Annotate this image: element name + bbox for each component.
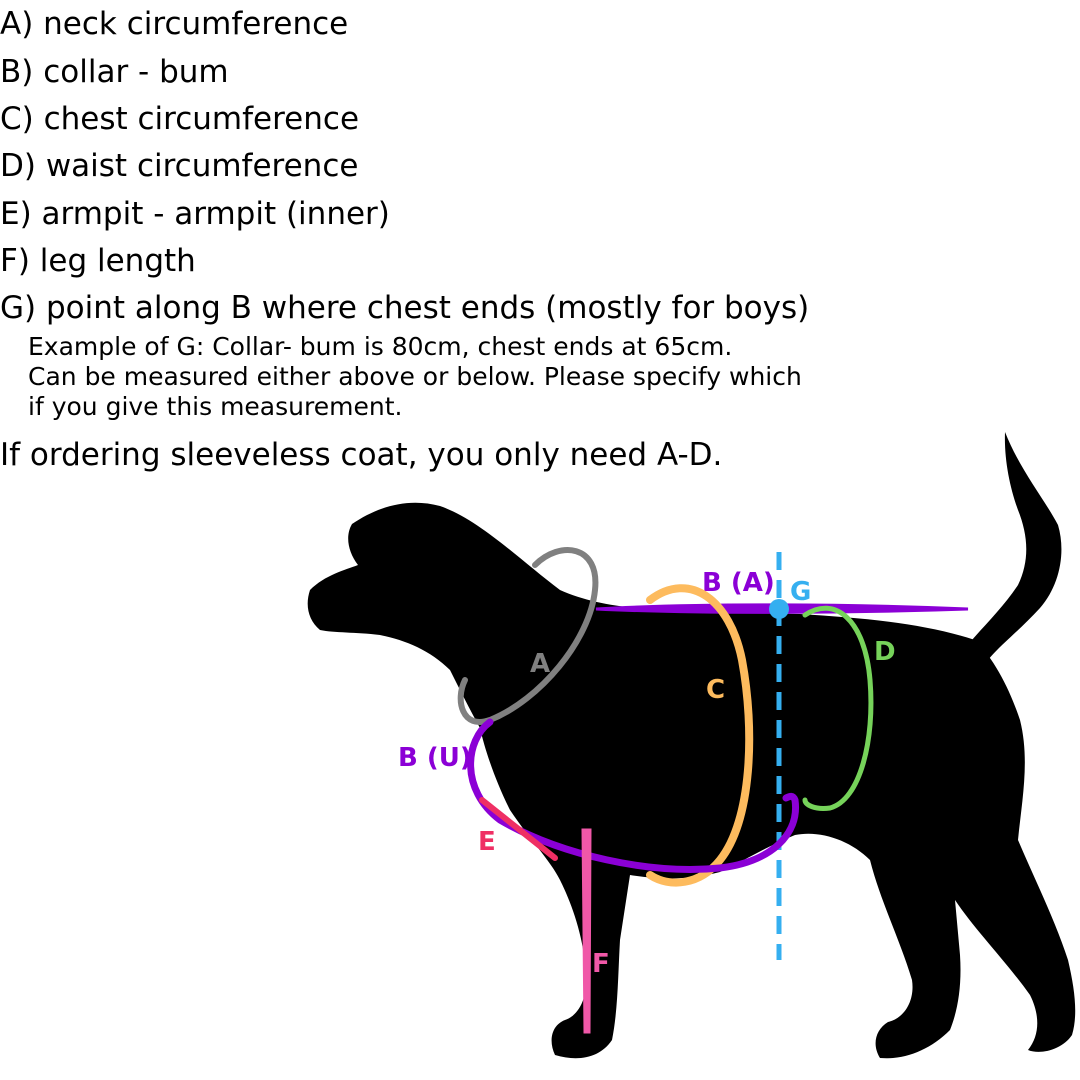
note-line-1: Example of G: Collar- bum is 80cm, chest… bbox=[28, 332, 733, 361]
measure-f-leg: F bbox=[581, 828, 610, 1034]
label-e: E bbox=[478, 827, 496, 857]
measure-d-waist: D bbox=[802, 605, 896, 811]
g-point-marker bbox=[769, 599, 789, 619]
label-d: D bbox=[874, 637, 896, 667]
note-line-2: Can be measured either above or below. P… bbox=[28, 362, 802, 391]
dog-silhouette bbox=[307, 432, 1076, 1059]
label-b-under: B (U) bbox=[398, 743, 472, 773]
legend-item-b: B) collar - bum bbox=[0, 54, 229, 90]
legend-item-a: A) neck circumference bbox=[0, 6, 349, 42]
measure-b-under: B (U) bbox=[398, 718, 800, 873]
sleeveless-note: If ordering sleeveless coat, you only ne… bbox=[0, 437, 723, 473]
label-a: A bbox=[530, 649, 550, 679]
label-g: G bbox=[790, 577, 811, 607]
label-c: C bbox=[706, 675, 725, 705]
legend-item-g: G) point along B where chest ends (mostl… bbox=[0, 290, 810, 326]
label-b-above: B (A) bbox=[702, 568, 775, 598]
legend-item-e: E) armpit - armpit (inner) bbox=[0, 196, 390, 232]
measure-a-neck: A bbox=[457, 547, 599, 725]
measure-g-chest-end: G bbox=[769, 552, 811, 960]
legend-item-c: C) chest circumference bbox=[0, 101, 360, 137]
legend-item-d: D) waist circumference bbox=[0, 148, 359, 184]
measure-c-chest: C bbox=[646, 584, 754, 887]
label-f: F bbox=[592, 949, 610, 979]
legend-item-f: F) leg length bbox=[0, 243, 196, 279]
note-line-3: if you give this measurement. bbox=[28, 392, 403, 421]
measure-e-armpit: E bbox=[478, 797, 558, 861]
